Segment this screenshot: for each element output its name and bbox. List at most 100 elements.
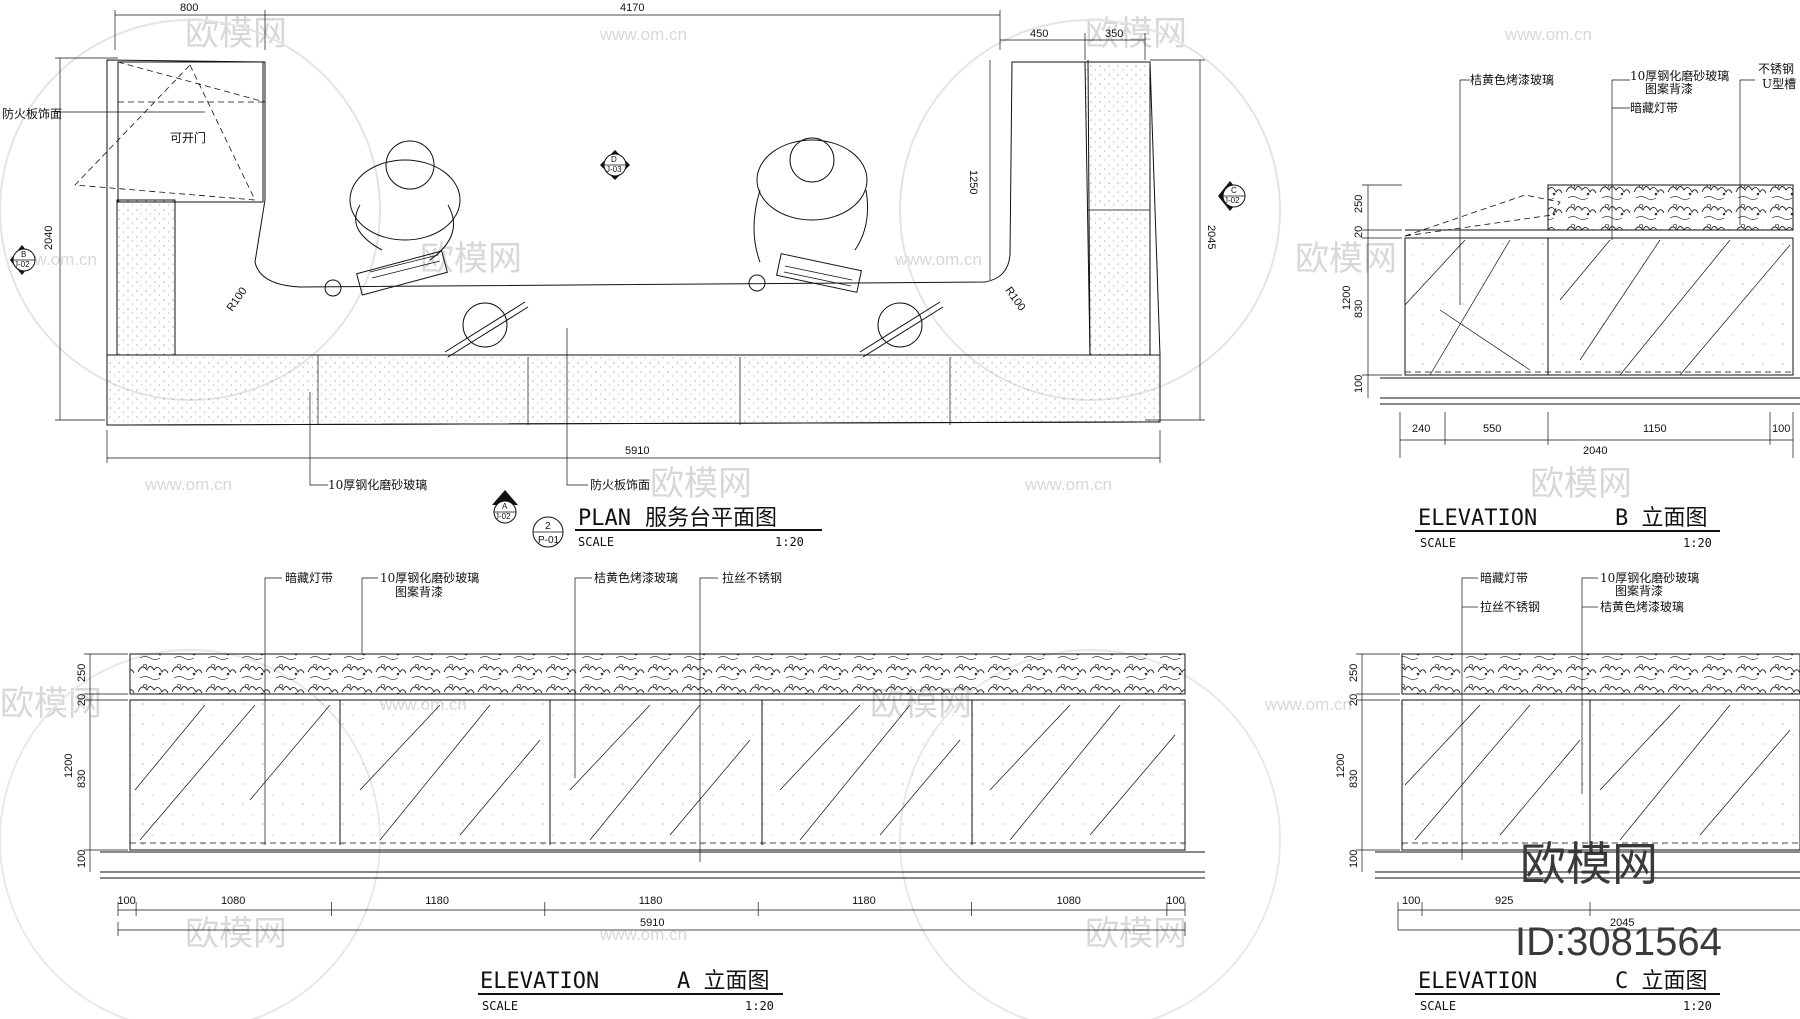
elev-b-note-pattern-paint: 图案背漆	[1645, 81, 1693, 96]
elev-a-title: ELEVATION	[480, 969, 599, 994]
elev-a-dim-segment: 100	[1166, 895, 1184, 907]
elev-a-panel-lines	[339, 700, 973, 845]
elev-c-scale-label: SCALE	[1420, 999, 1456, 1013]
elev-c-dim-100h: 100	[1402, 895, 1420, 907]
watermark-brand: 欧模网	[650, 464, 752, 504]
elev-a-dim-segment: 1180	[425, 895, 449, 907]
marker-c-letter: C	[1231, 186, 1237, 195]
watermark-url: www.om.cn	[144, 475, 232, 494]
elev-c-note-hidden-light: 暗藏灯带	[1480, 570, 1528, 585]
plan-title: PLAN	[578, 506, 631, 531]
watermark-url: www.om.cn	[1024, 475, 1112, 494]
elev-c-dim-100: 100	[1348, 850, 1360, 868]
chair-left	[444, 301, 529, 358]
plan-scale: 1:20	[775, 535, 804, 549]
elev-c-dim-925: 925	[1495, 895, 1513, 907]
elev-a-dim-20: 20	[76, 694, 88, 706]
elev-b-dim-250: 250	[1353, 195, 1365, 213]
watermark-url: www.om.cn	[894, 250, 982, 269]
elev-b-dim-1200: 1200	[1341, 286, 1353, 310]
elev-b-dim-830: 830	[1353, 300, 1365, 318]
watermarks: 欧模网 www.om.cn 欧模网 www.om.cn 欧模网 www.om.c…	[0, 14, 1632, 1019]
section-marker-c: C J-02	[1218, 181, 1246, 211]
marker-d-letter: D	[611, 155, 617, 164]
elev-b-dim-20: 20	[1353, 226, 1365, 238]
elev-c-dim-830: 830	[1348, 770, 1360, 788]
section-marker-d: D J-03	[600, 150, 630, 180]
elev-a-dim-250: 250	[76, 664, 88, 682]
watermark-url: www.om.cn	[599, 25, 687, 44]
elev-b-glass-hatch	[1404, 239, 1791, 376]
elev-a-dim-segment: 1180	[852, 895, 876, 907]
stamp-brand: 欧模网	[1520, 837, 1658, 891]
elev-b-dim-550: 550	[1483, 423, 1501, 435]
elev-c-dim-20: 20	[1348, 694, 1360, 706]
dim-5910: 5910	[625, 445, 649, 457]
elev-c-dim-total: 2045	[1610, 917, 1634, 929]
watermark-brand: 欧模网	[1085, 914, 1187, 954]
elev-a-glass-hatch	[134, 704, 1176, 841]
watermark-brand: 欧模网	[0, 684, 102, 724]
elev-a-dim-segment: 1080	[221, 895, 245, 907]
plan-title-block: 2 P-01 PLAN 服务台平面图 SCALE 1:20	[532, 506, 822, 549]
dim-2045: 2045	[1205, 225, 1217, 249]
elev-b-dim-1150: 1150	[1643, 423, 1667, 435]
marker-d-sheet: J-03	[606, 165, 622, 174]
elev-a-dim-100: 100	[76, 850, 88, 868]
watermark-brand: 欧模网	[420, 239, 522, 279]
elev-a-dim-segment: 1080	[1056, 895, 1080, 907]
id-stamp: 欧模网 ID:3081564	[1515, 837, 1722, 964]
watermark-tile: 欧模网 www.om.cn	[185, 14, 687, 54]
elevation-c: 250 20 1200 830 100 100 925 2045 暗藏灯带 拉丝…	[1335, 570, 1800, 1013]
plan-ref-num: 2	[545, 521, 551, 532]
note-frosted-glass: 10厚钢化磨砂玻璃	[328, 478, 427, 492]
watermark-url: www.om.cn	[1264, 695, 1352, 714]
elev-a-dim-segment: 100	[117, 895, 135, 907]
dim-1250: 1250	[967, 170, 979, 194]
elev-a-dim-1200: 1200	[63, 754, 75, 778]
elev-b-note-steel: 不锈钢	[1758, 62, 1794, 76]
stamp-id: ID:3081564	[1515, 920, 1722, 964]
person-figure-left	[324, 140, 461, 297]
elev-a-dim-total: 5910	[640, 917, 664, 929]
elev-a-title-cn: A 立面图	[677, 969, 770, 994]
elevation-b: 250 20 1200 830 100 240 550 1150 100 204…	[1341, 62, 1800, 550]
watermark-brand: 欧模网	[1295, 239, 1397, 279]
elev-b-dim-240: 240	[1412, 423, 1430, 435]
elev-a-note-pattern-paint: 图案背漆	[395, 584, 443, 599]
elev-b-title-cn: B 立面图	[1615, 506, 1708, 531]
dim-r100-left: R100	[225, 285, 250, 313]
elev-c-title: ELEVATION	[1418, 969, 1537, 994]
plan-title-cn: 服务台平面图	[645, 506, 777, 531]
elev-b-dim-100: 100	[1353, 375, 1365, 393]
elev-a-dim-segment: 1180	[639, 895, 663, 907]
elev-a-note-hidden-light: 暗藏灯带	[285, 570, 333, 585]
elev-b-scale: 1:20	[1683, 536, 1712, 550]
dim-2040: 2040	[43, 226, 55, 250]
elev-a-note-orange-glass: 桔黄色烤漆玻璃	[594, 570, 678, 585]
chair-right	[859, 301, 944, 358]
note-fire-board-2: 防火板饰面	[590, 477, 650, 492]
elev-b-dim-2040: 2040	[1583, 445, 1607, 457]
dim-800: 800	[180, 2, 198, 14]
dim-4170: 4170	[620, 2, 644, 14]
elev-c-dim-1200: 1200	[1335, 754, 1347, 778]
plan-view: 800 4170 450 350 2040 2045	[2, 2, 1246, 549]
elev-c-note-frosted-glass: 10厚钢化磨砂玻璃	[1600, 571, 1699, 585]
dim-350: 350	[1105, 28, 1123, 40]
watermark-ring	[0, 19, 381, 401]
plan-scale-label: SCALE	[578, 535, 614, 549]
marker-b-sheet: J-02	[14, 260, 30, 269]
elev-b-scale-label: SCALE	[1420, 536, 1456, 550]
elev-b-note-u-channel: U型槽	[1762, 77, 1796, 91]
elev-a-horizontal-dims: 100 1080 1180 1180 1180 1080 100	[117, 895, 1186, 916]
elev-c-note-pattern-paint: 图案背漆	[1615, 583, 1663, 598]
elev-b-dim-100h: 100	[1772, 423, 1790, 435]
dim-r100-right: R100	[1003, 285, 1028, 313]
elev-c-scale: 1:20	[1683, 999, 1712, 1013]
marker-c-sheet: J-02	[1224, 196, 1240, 205]
note-openable-door: 可开门	[170, 130, 206, 145]
elev-b-title: ELEVATION	[1418, 506, 1537, 531]
watermark-brand: 欧模网	[1530, 464, 1632, 504]
